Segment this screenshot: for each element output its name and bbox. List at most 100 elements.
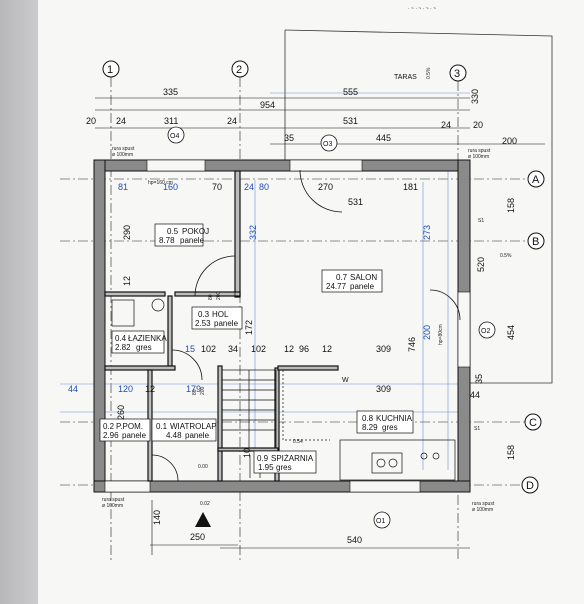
level-0-02: 0.02 [200, 501, 210, 507]
dim-309b: 309 [376, 384, 391, 394]
room-0-9-name: SPIŻARNIA [271, 454, 314, 463]
window-openings [104, 159, 471, 493]
paper-sheet [38, 0, 584, 604]
window-o3 [289, 159, 363, 172]
washbasin-icon [151, 298, 165, 312]
top-dimension-lines [95, 97, 545, 145]
room-0-9-finish: gres [276, 463, 292, 472]
room-0-8-area: 8.29 [362, 423, 378, 432]
axis-label-d: D [526, 480, 534, 492]
dim-160: 160 [163, 182, 178, 192]
s1-label-b: S1 [474, 426, 480, 432]
room-0-9-area: 1.95 [258, 463, 274, 472]
room-tag-hol [191, 306, 243, 330]
toilet-icon [111, 299, 135, 327]
room-0-7-name: SALON [350, 273, 377, 282]
wall-lazienka-south [104, 365, 176, 371]
downpipe-notes: rura spust ø 100mm rura spust ø 100mm ru… [102, 146, 495, 513]
door-swing-hol [171, 349, 203, 381]
dim-12b: 12 [284, 344, 294, 354]
dim-81: 81 [118, 182, 128, 192]
dim-80b: 80 [192, 389, 198, 395]
terrace-label: TARAS [394, 74, 417, 81]
dim-102b: 102 [251, 344, 266, 354]
door-swing-pokoj [194, 255, 236, 297]
downpipe-d: rura spust [472, 501, 495, 507]
room-0-7-id: 0.7 [336, 273, 348, 282]
window-sill-top: hp=160 cm [148, 180, 173, 186]
entrance-door-gap [104, 480, 151, 493]
dim-158a: 158 [506, 198, 516, 213]
dim-20b: 20 [473, 120, 483, 130]
dim-311: 311 [164, 116, 178, 126]
room-0-4-name: ŁAZIENKA [128, 334, 167, 343]
dim-270: 270 [318, 182, 333, 192]
wall-south [93, 480, 471, 493]
room-0-9-id: 0.9 [257, 454, 269, 463]
window-label-o2: O2 [481, 328, 490, 335]
window-tag-o4 [167, 126, 185, 144]
dim-335: 335 [163, 87, 178, 97]
axis-label-b: B [532, 236, 539, 248]
header-faint-text: · ~ · ~ · ~ · ~ [408, 6, 436, 12]
dim-531b: 531 [348, 197, 363, 207]
bathroom-fixtures [111, 298, 165, 327]
room-0-2-id: 0.2 [103, 422, 115, 431]
room-tag-lazienka [111, 330, 165, 354]
dim-200a: 200 [216, 291, 222, 300]
room-0-5-area: 8.78 [159, 236, 175, 245]
downpipe-b2: ø 100mm [468, 154, 489, 160]
window-label-o1: O1 [376, 518, 385, 525]
dim-12d: 12 [145, 384, 155, 394]
room-tag-kuchnia [356, 410, 414, 434]
window-tag-o1 [373, 511, 391, 529]
wall-pokoj-hol [174, 291, 241, 297]
door-swing-o2 [429, 289, 461, 321]
terrace-slope: 0.5% [426, 67, 432, 79]
room-labels: 0.5 POKOJ 8.78 panele 0.7 SALON 24.77 pa… [103, 227, 413, 472]
dim-445: 445 [376, 133, 391, 143]
room-0-5-finish: panele [180, 236, 205, 245]
room-0-8-finish: gres [382, 423, 398, 432]
axis-circle-d [521, 476, 539, 494]
dim-12a: 12 [122, 276, 132, 286]
downpipe-b: rura spust [468, 148, 491, 154]
dim-20a: 20 [86, 116, 96, 126]
dim-158b: 158 [506, 445, 516, 460]
downpipe-c: rura spust [102, 497, 125, 503]
room-0-5-name: POKOJ [182, 227, 209, 236]
dim-44a: 44 [68, 384, 78, 394]
room-0-8-name: KUCHNIA [376, 414, 413, 423]
level-0-00: 0.00 [198, 464, 208, 470]
window-o1 [349, 480, 421, 493]
dim-531: 531 [343, 116, 358, 126]
dim-80a: 80 [208, 294, 214, 300]
room-0-2-name: P.POM. [116, 422, 143, 431]
dim-540: 540 [347, 535, 362, 545]
dim-555: 555 [343, 87, 358, 97]
window-sill-note: hp=80cm [438, 324, 444, 345]
dim-35b: 35 [474, 374, 484, 384]
bottom-dimension-lines [150, 500, 470, 555]
downpipe-a2: ø 100mm [112, 152, 133, 158]
dim-120: 120 [118, 384, 133, 394]
staircase [221, 369, 330, 478]
room-0-1-id: 0.1 [156, 422, 168, 431]
stair-w-label: W [342, 377, 349, 384]
window-tag-o2 [478, 321, 496, 339]
wall-pokoj-salon [234, 170, 241, 298]
counter-outline [339, 439, 456, 481]
stair-arrow [282, 370, 330, 441]
axis-circle-a [527, 170, 545, 188]
dim-250: 250 [190, 532, 205, 542]
terrace-outline [284, 29, 553, 384]
dim-34: 34 [228, 344, 238, 354]
kitchen-counter [339, 439, 456, 481]
room-0-3-name: HOL [212, 310, 229, 319]
dim-200b: 200 [200, 386, 206, 395]
room-0-8-id: 0.8 [362, 414, 374, 423]
room-0-4-id: 0.4 [115, 334, 127, 343]
downpipe-c2: ø 100mm [102, 503, 123, 509]
